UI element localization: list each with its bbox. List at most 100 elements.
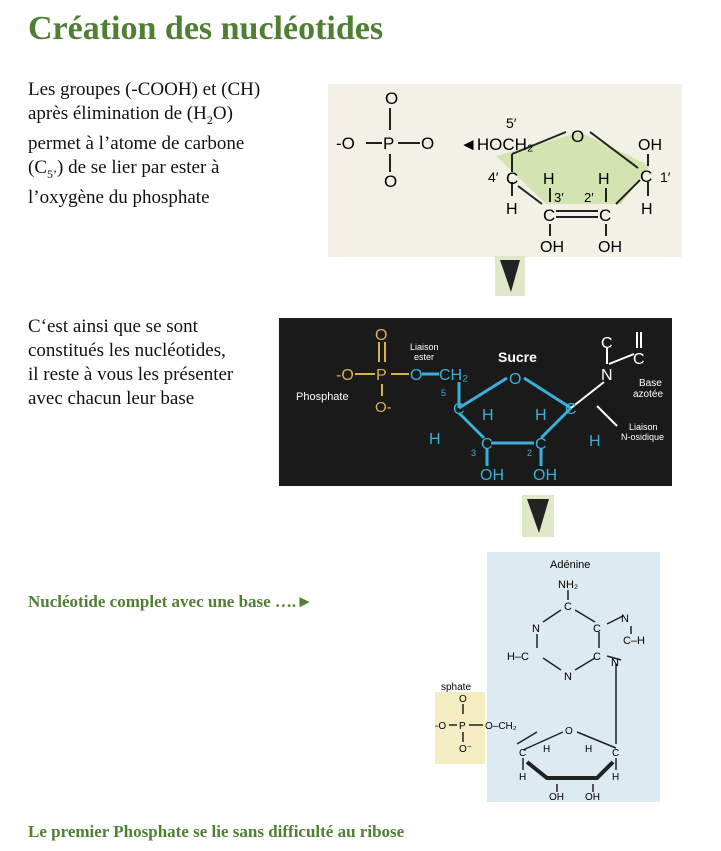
fig2-c-left: C xyxy=(601,335,613,352)
para1-line3: permet à l’atome de carbone xyxy=(28,132,245,154)
fig2-o-bottom: O- xyxy=(375,399,392,416)
fig3-n3: N xyxy=(564,671,572,683)
para2-line1: C‘est ainsi que se sont xyxy=(28,316,198,337)
page-title: Création des nucléotides xyxy=(28,10,384,47)
fig1-c1: 1′ xyxy=(660,169,671,185)
fig2-three: 3 xyxy=(471,448,476,458)
para1-line4: (C5’) de se lier par ester à xyxy=(28,156,220,181)
para2-line4: avec chacun leur base xyxy=(28,388,195,409)
fig1-c5: 5′ xyxy=(506,115,517,131)
fig2-c-right: C xyxy=(633,351,645,368)
para1-line1: Les groupes (-COOH) et (CH) xyxy=(28,79,261,100)
fig2-o-top: O xyxy=(375,327,387,344)
fig1-oh-c1: OH xyxy=(638,137,662,154)
fig2-liaison-n-2: N-osidique xyxy=(621,432,664,442)
fig2-o-ester: O xyxy=(410,367,422,384)
fig3-ring-o: O xyxy=(565,726,573,737)
fig1-c2-atom: C xyxy=(599,206,611,225)
para2-line2: constitués les nucléotides, xyxy=(28,340,226,361)
fig2-c4: C xyxy=(453,401,465,418)
fig2-ring-o: O xyxy=(509,371,521,388)
figure-phosphate-ribose: O -O P O O ◄HOCH₂ 5′ O OH 4′ C C 1′ H H … xyxy=(328,84,682,257)
fig3-nh2: NH₂ xyxy=(558,579,578,591)
fig3-o-bottom: O⁻ xyxy=(459,744,472,755)
fig1-o-bottom: O xyxy=(384,172,397,191)
fig2-p: P xyxy=(376,367,387,384)
fig3-n9: N xyxy=(611,657,619,669)
paragraph-constitution: C‘est ainsi que se sont constitués les n… xyxy=(28,315,233,411)
fig1-hoch2: ◄HOCH₂ xyxy=(460,135,533,154)
caption-complete-nucleotide: Nucléotide complet avec une base ….► xyxy=(28,592,314,611)
fig2-liaison-n-1: Liaison xyxy=(629,422,658,432)
fig2-c1: C xyxy=(565,401,577,418)
fig3-h1: H xyxy=(612,772,619,783)
down-arrow-2 xyxy=(522,495,554,537)
fig1-o-right: O xyxy=(421,134,434,153)
fig1-h-c4: H xyxy=(506,201,518,218)
fig2-o-minus: -O xyxy=(336,367,354,384)
fig1-o-minus: -O xyxy=(336,134,355,153)
fig3-h4: H xyxy=(519,772,526,783)
fig3-oh3: OH xyxy=(549,792,564,802)
fig1-oh-c3: OH xyxy=(540,239,564,256)
fig2-sucre: Sucre xyxy=(498,349,537,365)
fig1-p: P xyxy=(383,134,394,153)
fig1-c3-atom: C xyxy=(543,206,555,225)
para2-line3: il reste à vous les présenter xyxy=(28,364,234,385)
fig1-h-c2: H xyxy=(598,171,610,188)
fig3-c8: C–H xyxy=(623,635,645,647)
fig2-n: N xyxy=(601,367,613,384)
fig3-n7: N xyxy=(621,613,629,625)
fig2-h-c2: H xyxy=(535,407,547,424)
arrow-down-icon xyxy=(500,260,520,292)
down-arrow-1 xyxy=(495,256,525,296)
fig2-liaison-ester-1: Liaison xyxy=(410,342,439,352)
fig2-h-c3: H xyxy=(482,407,494,424)
fig2-phosphate-label: Phosphate xyxy=(296,391,349,403)
paragraph-ester-bond: Les groupes (-COOH) et (CH) après élimin… xyxy=(28,78,260,210)
fig1-c1-atom: C xyxy=(640,167,652,186)
fig3-c4p: C xyxy=(519,748,526,759)
fig3-c1p: C xyxy=(612,748,619,759)
fig1-oh-c2: OH xyxy=(598,239,622,256)
para1-line2: après élimination de (H2O) xyxy=(28,103,233,127)
fig3-h2: H xyxy=(585,744,592,755)
arrow-down-icon xyxy=(527,499,549,533)
fig1-h-c1: H xyxy=(641,201,653,218)
fig2-base-2: azotée xyxy=(633,389,663,400)
fig1-o-top: O xyxy=(385,89,398,108)
fig2-oh-c2: OH xyxy=(533,467,557,484)
fig1-c3: 3′ xyxy=(554,190,564,205)
fig3-c2: H–C xyxy=(507,651,529,663)
fig2-c2: C xyxy=(535,436,547,453)
fig2-oh-c3: OH xyxy=(480,467,504,484)
caption-phosphate-ribose: Le premier Phosphate se lie sans difficu… xyxy=(28,822,405,841)
fig3-p: P xyxy=(459,721,466,732)
fig3-adenine: Adénine xyxy=(550,559,590,571)
fig1-h-c3: H xyxy=(543,171,555,188)
fig3-c4: C xyxy=(593,651,601,663)
fig3-o-minus: -O xyxy=(435,721,446,732)
fig3-n1: N xyxy=(532,623,540,635)
fig2-c3: C xyxy=(481,436,493,453)
fig2-h-c4: H xyxy=(429,431,441,448)
fig2-h-c1: H xyxy=(589,433,601,450)
para1-line5: l’oxygène du phosphate xyxy=(28,186,210,208)
fig3-sphate: sphate xyxy=(441,682,471,693)
figure-adenine-nucleotide: Adénine NH₂ C N C N C–H H–C C N N sphate… xyxy=(435,552,660,803)
fig2-ch2: CH₂ xyxy=(439,367,468,384)
fig2-two: 2 xyxy=(527,448,532,458)
fig2-base-1: Base xyxy=(639,378,662,389)
fig3-oh2: OH xyxy=(585,792,600,802)
fig3-h3: H xyxy=(543,744,550,755)
fig2-liaison-ester-2: ester xyxy=(414,352,434,362)
fig2-five: 5 xyxy=(441,388,446,398)
fig3-c5: C xyxy=(593,623,601,635)
fig1-ring-o: O xyxy=(571,127,584,146)
fig1-c4: 4′ xyxy=(488,169,499,185)
fig3-o-top: O xyxy=(459,694,467,705)
fig3-c6: C xyxy=(564,601,572,613)
fig3-o-ch2: O–CH₂ xyxy=(485,721,517,732)
fig1-c2: 2′ xyxy=(584,190,594,205)
fig1-c4-atom: C xyxy=(506,169,518,188)
